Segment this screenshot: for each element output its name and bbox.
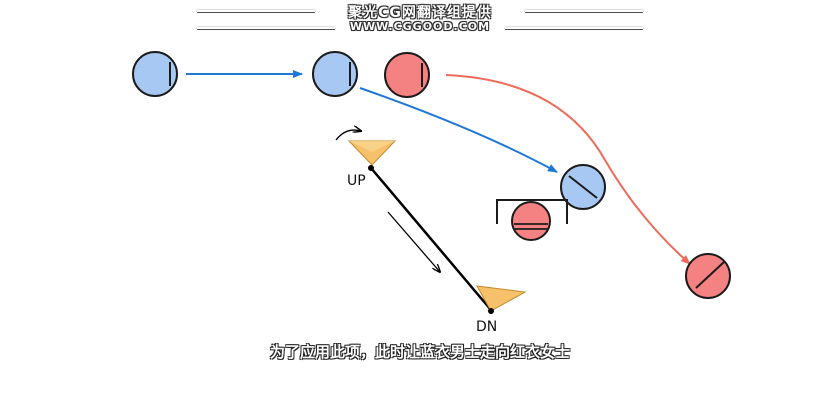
watermark-rule-right-top: [525, 10, 643, 12]
camera-up-icon: [335, 130, 397, 171]
subtitle-caption: 为了应用此项，此时让蓝衣男士走向红衣女士: [269, 343, 570, 361]
watermark-rule-right-bottom: [505, 27, 643, 29]
watermark-title: 聚光CG网翻译组提供: [348, 5, 492, 21]
blue-figure-mid-icon: [312, 51, 358, 97]
watermark-rule-left-bottom: [197, 27, 335, 29]
watermark-rule-left-top: [197, 10, 315, 12]
blue-figure-end-icon: [560, 164, 606, 210]
camera-down-icon: [476, 285, 527, 314]
red-figure-end-icon: [685, 253, 731, 299]
camera-down-label: DN: [476, 319, 498, 335]
camera-move-arrow: [387, 211, 440, 272]
watermark-url: WWW.CGGOOD.COM: [349, 20, 491, 33]
blue-figure-start-icon: [132, 51, 178, 97]
framed-red-figure-icon: [496, 199, 568, 241]
camera-up-label: UP: [347, 173, 366, 189]
blue-move-arrow-2: [359, 87, 558, 173]
camera-line: [370, 167, 492, 311]
red-figure-start-icon: [384, 52, 430, 98]
red-move-arrow: [445, 74, 691, 265]
